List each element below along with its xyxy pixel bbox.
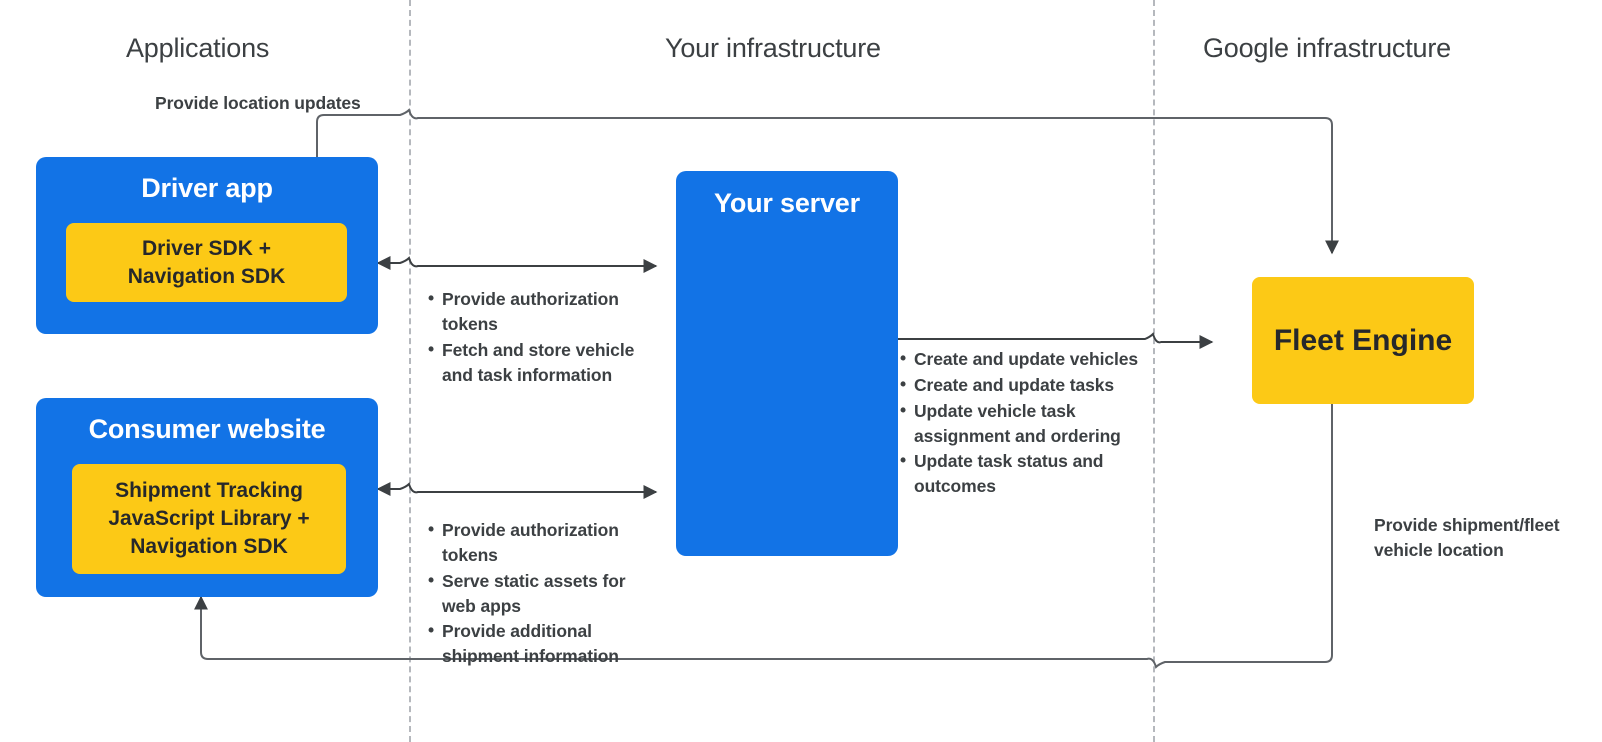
node-driver-sdk-line-2: Navigation SDK [127, 264, 286, 288]
node-shipment-tracking-line-1: Shipment Tracking [115, 479, 303, 503]
zone-divider-infrastructure-google [1153, 0, 1155, 742]
wire-your-server-to-fleet-engine [882, 332, 1214, 349]
node-fleet-engine[interactable]: Fleet Engine [1252, 277, 1474, 404]
zone-label-applications: Applications [126, 33, 270, 63]
node-shipment-tracking-line-2: JavaScript Library + [108, 507, 310, 531]
node-driver-app[interactable]: Driver app Driver SDK + Navigation SDK [36, 157, 378, 334]
zone-label-your-infrastructure: Your infrastructure [665, 33, 881, 63]
zone-label-google-infrastructure: Google infrastructure [1203, 33, 1451, 63]
list-item: Update vehicle task assignment and order… [900, 398, 1148, 449]
annotation-consumer-server-bullets: Provide authorization tokens Serve stati… [428, 517, 646, 670]
node-consumer-website-title: Consumer website [88, 414, 326, 444]
node-your-server-title: Your server [714, 188, 860, 218]
list-item: Provide additional shipment information [428, 618, 646, 669]
annotation-provide-location-updates: Provide location updates [155, 93, 361, 113]
list-item: Serve static assets for web apps [428, 568, 646, 619]
list-item: Provide authorization tokens [428, 517, 646, 568]
wire-consumer-website-your-server [376, 482, 658, 499]
annotation-provide-shipment-fleet-location: Provide shipment/fleet vehicle location [1374, 513, 1560, 563]
zone-divider-applications-infrastructure [409, 0, 411, 742]
wire-driver-app-your-server [376, 256, 658, 273]
node-driver-sdk-line-1: Driver SDK + [142, 236, 271, 260]
node-driver-app-title: Driver app [141, 173, 273, 203]
list-item: Update task status and outcomes [900, 448, 1148, 499]
node-driver-sdk[interactable]: Driver SDK + Navigation SDK [66, 223, 347, 302]
node-fleet-engine-title: Fleet Engine [1273, 323, 1453, 357]
node-consumer-website[interactable]: Consumer website Shipment Tracking JavaS… [36, 398, 378, 597]
node-your-server[interactable]: Your server [676, 171, 898, 556]
node-shipment-tracking-library[interactable]: Shipment Tracking JavaScript Library + N… [72, 464, 346, 574]
node-shipment-tracking-line-3: Navigation SDK [130, 534, 288, 558]
annotation-shipment-location-line-1: Provide shipment/fleet [1374, 515, 1560, 535]
list-item: Provide authorization tokens [428, 286, 660, 337]
annotation-server-fleet-bullets: Create and update vehicles Create and up… [900, 346, 1148, 500]
list-item: Fetch and store vehicle and task informa… [428, 337, 660, 388]
annotation-shipment-location-line-2: vehicle location [1374, 539, 1504, 560]
list-item: Create and update tasks [900, 372, 1148, 398]
list-item: Create and update vehicles [900, 346, 1148, 372]
annotation-driver-server-bullets: Provide authorization tokens Fetch and s… [428, 286, 660, 388]
